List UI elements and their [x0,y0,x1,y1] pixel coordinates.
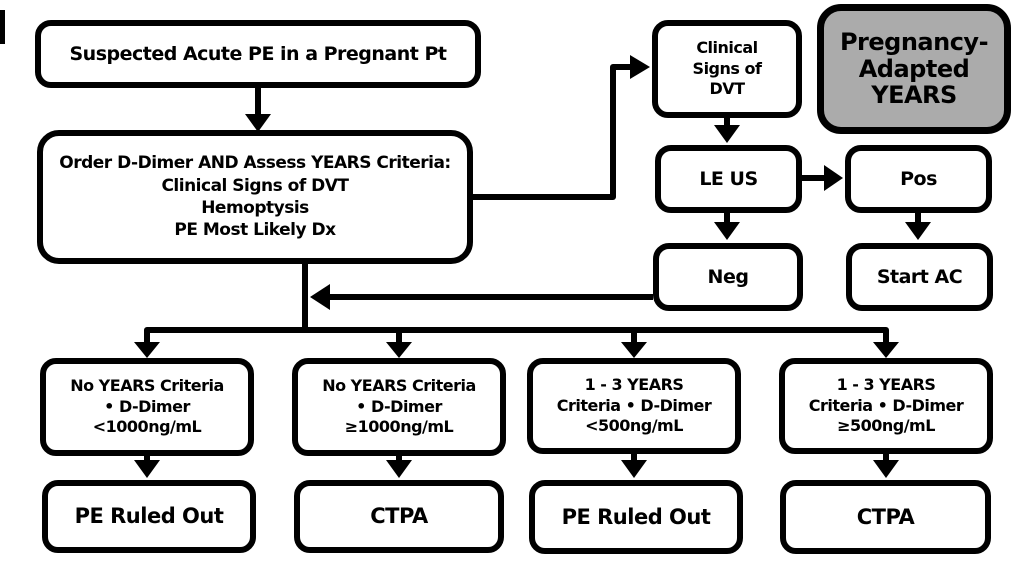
node-ctpa-left: CTPA [294,480,504,553]
node-order-ddimer-assess-years: Order D-Dimer AND Assess YEARS Criteria:… [37,130,473,264]
edge-branch3-to-outcome3 [621,452,647,478]
cropped-edge-mark [0,10,5,44]
node-clinical-signs-of-dvt: Clinical Signs of DVT [652,20,802,118]
edge-neg-return-to-stem [310,284,653,310]
node-1-3-years-ddimer-lt-500: 1 - 3 YEARS Criteria • D-Dimer <500ng/mL [527,358,741,454]
edge-suspected-to-order [245,88,271,132]
node-neg: Neg [653,243,803,311]
edge-branch1-to-outcome1 [134,454,160,478]
node-start-ac: Start AC [846,243,993,311]
title-pregnancy-adapted-years: Pregnancy- Adapted YEARS [817,4,1011,134]
node-suspected-acute-pe: Suspected Acute PE in a Pregnant Pt [35,20,481,88]
edge-branch2-to-outcome2 [386,454,412,478]
edge-order-to-clinical-signs [472,55,650,200]
node-1-3-years-ddimer-ge-500: 1 - 3 YEARS Criteria • D-Dimer ≥500ng/mL [779,358,993,454]
node-ctpa-right: CTPA [780,480,991,554]
edge-leus-to-neg [714,213,740,240]
node-pe-ruled-out-right: PE Ruled Out [529,480,743,554]
edge-branch-line [134,327,899,358]
node-le-us: LE US [655,145,802,213]
edge-leus-to-pos [802,165,843,191]
node-no-years-ddimer-ge-1000: No YEARS Criteria • D-Dimer ≥1000ng/mL [292,358,506,456]
node-pe-ruled-out-left: PE Ruled Out [42,480,256,553]
edge-clinical-signs-to-leus [714,118,740,143]
edge-branch4-to-outcome4 [873,452,899,478]
node-pos: Pos [845,145,992,213]
edge-pos-to-startac [905,213,931,240]
node-no-years-ddimer-lt-1000: No YEARS Criteria • D-Dimer <1000ng/mL [40,358,254,456]
